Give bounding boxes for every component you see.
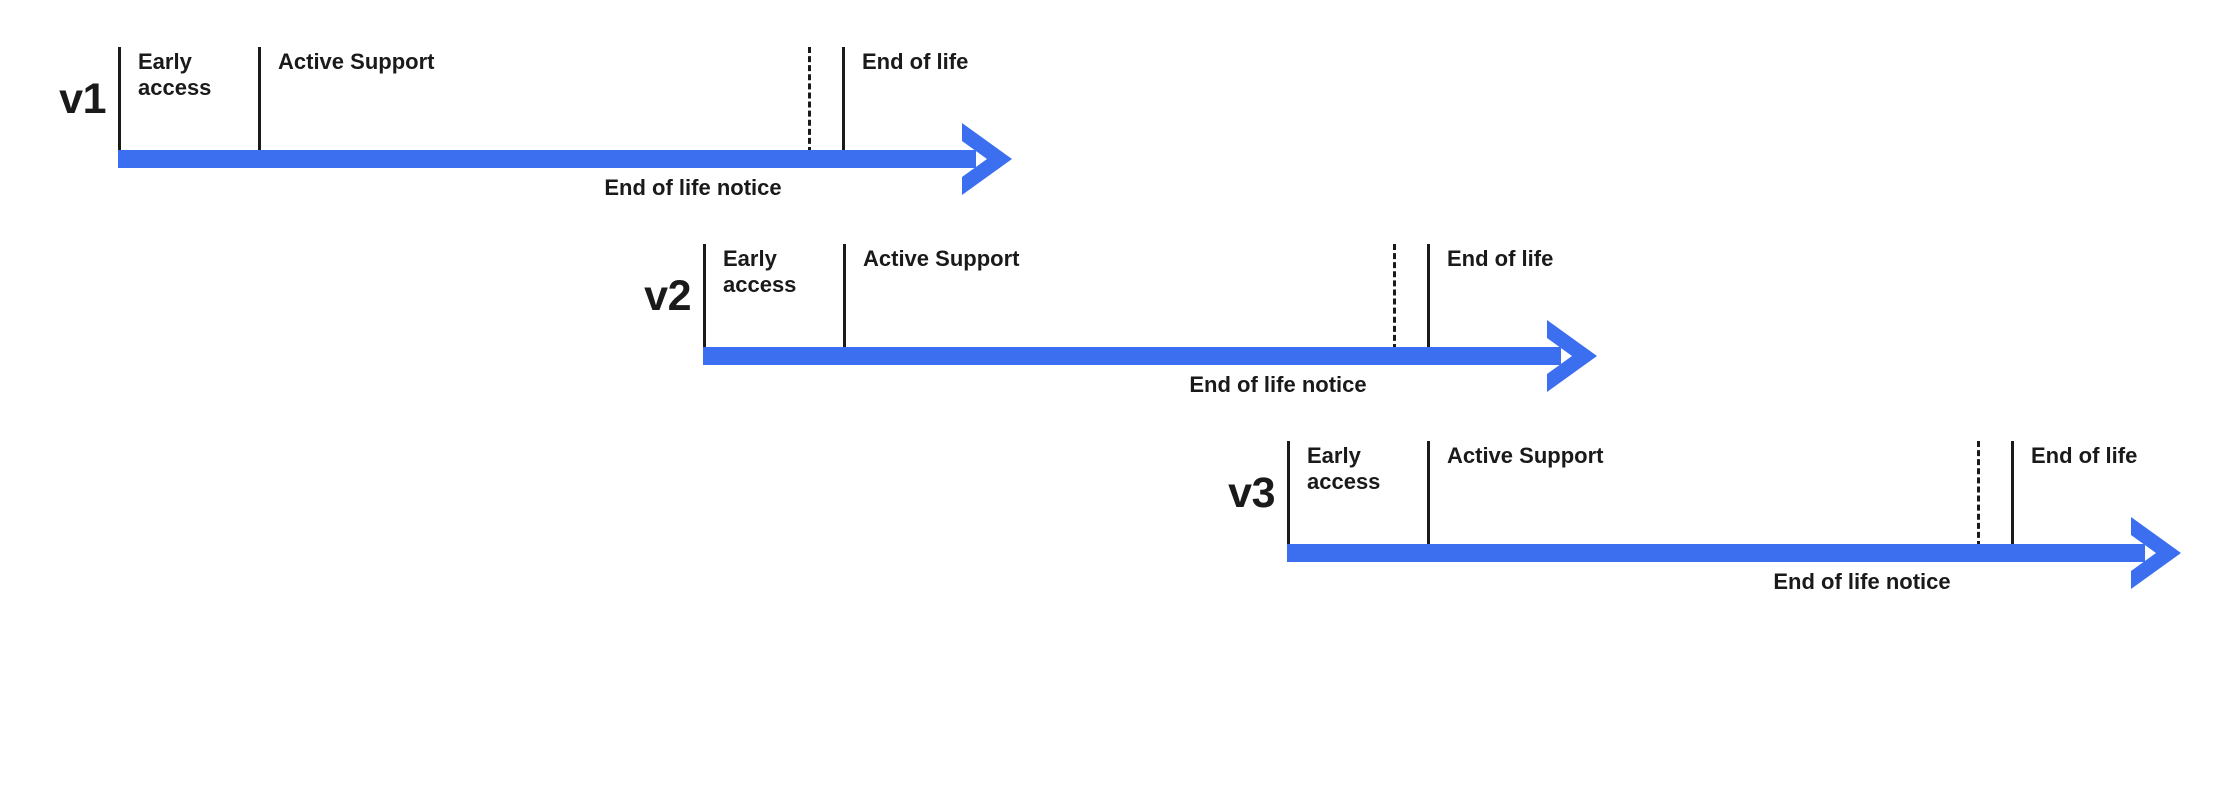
phase-divider-active-support-start-v3 [1427,441,1430,547]
end-of-life-notice-marker-v2 [1393,244,1396,350]
phase-divider-early-access-start-v2 [703,244,706,350]
phase-label-end-of-life-v3: End of life [2031,443,2138,468]
timeline-v2: v2 Early access Active Support End of li… [644,217,1663,447]
version-label-v3: v3 [1228,469,1275,517]
phase-label-early-access-v3: Early access [1307,443,1381,494]
phase-divider-early-access-start-v1 [118,47,121,153]
end-of-life-notice-marker-v3 [1977,441,1980,547]
version-label-v1: v1 [59,75,106,123]
phase-label-early-access-v1: Early access [138,49,212,100]
timeline-v1: v1 Early access Active Support End of li… [59,20,1078,250]
phase-label-early-access-v2: Early access [723,246,797,297]
timeline-arrow-shaft-v3 [1287,544,2145,562]
end-of-life-notice-marker-v1 [808,47,811,153]
phase-divider-early-access-start-v3 [1287,441,1290,547]
end-of-life-notice-label-v3: End of life notice [1773,569,1951,594]
timeline-arrow-head-icon-v3 [2129,515,2185,591]
timeline-v3: v3 Early access Active Support End of li… [1228,414,2228,644]
phase-label-end-of-life-v1: End of life [862,49,969,74]
phase-divider-end-of-life-start-v3 [2011,441,2014,547]
phase-label-end-of-life-v2: End of life [1447,246,1554,271]
phase-label-active-support-v1: Active Support [278,49,435,74]
phase-label-active-support-v2: Active Support [863,246,1020,271]
phase-divider-end-of-life-start-v2 [1427,244,1430,350]
phase-label-active-support-v3: Active Support [1447,443,1604,468]
timeline-arrow-shaft-v1 [118,150,976,168]
end-of-life-notice-label-v2: End of life notice [1189,372,1367,397]
timeline-arrow-head-icon-v2 [1545,318,1601,394]
phase-divider-active-support-start-v1 [258,47,261,153]
timeline-arrow-shaft-v2 [703,347,1561,365]
end-of-life-notice-label-v1: End of life notice [604,175,782,200]
timeline-arrow-head-icon-v1 [960,121,1016,197]
phase-divider-active-support-start-v2 [843,244,846,350]
version-label-v2: v2 [644,272,691,320]
phase-divider-end-of-life-start-v1 [842,47,845,153]
